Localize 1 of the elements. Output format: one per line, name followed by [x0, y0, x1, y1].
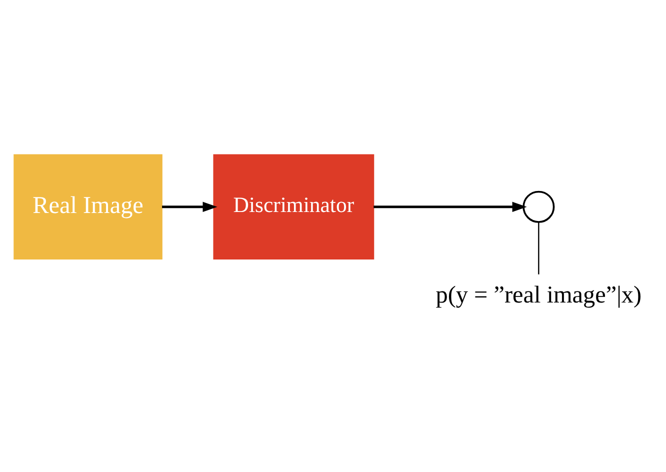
node-text: p(y = ”real image”|x)	[436, 280, 642, 308]
